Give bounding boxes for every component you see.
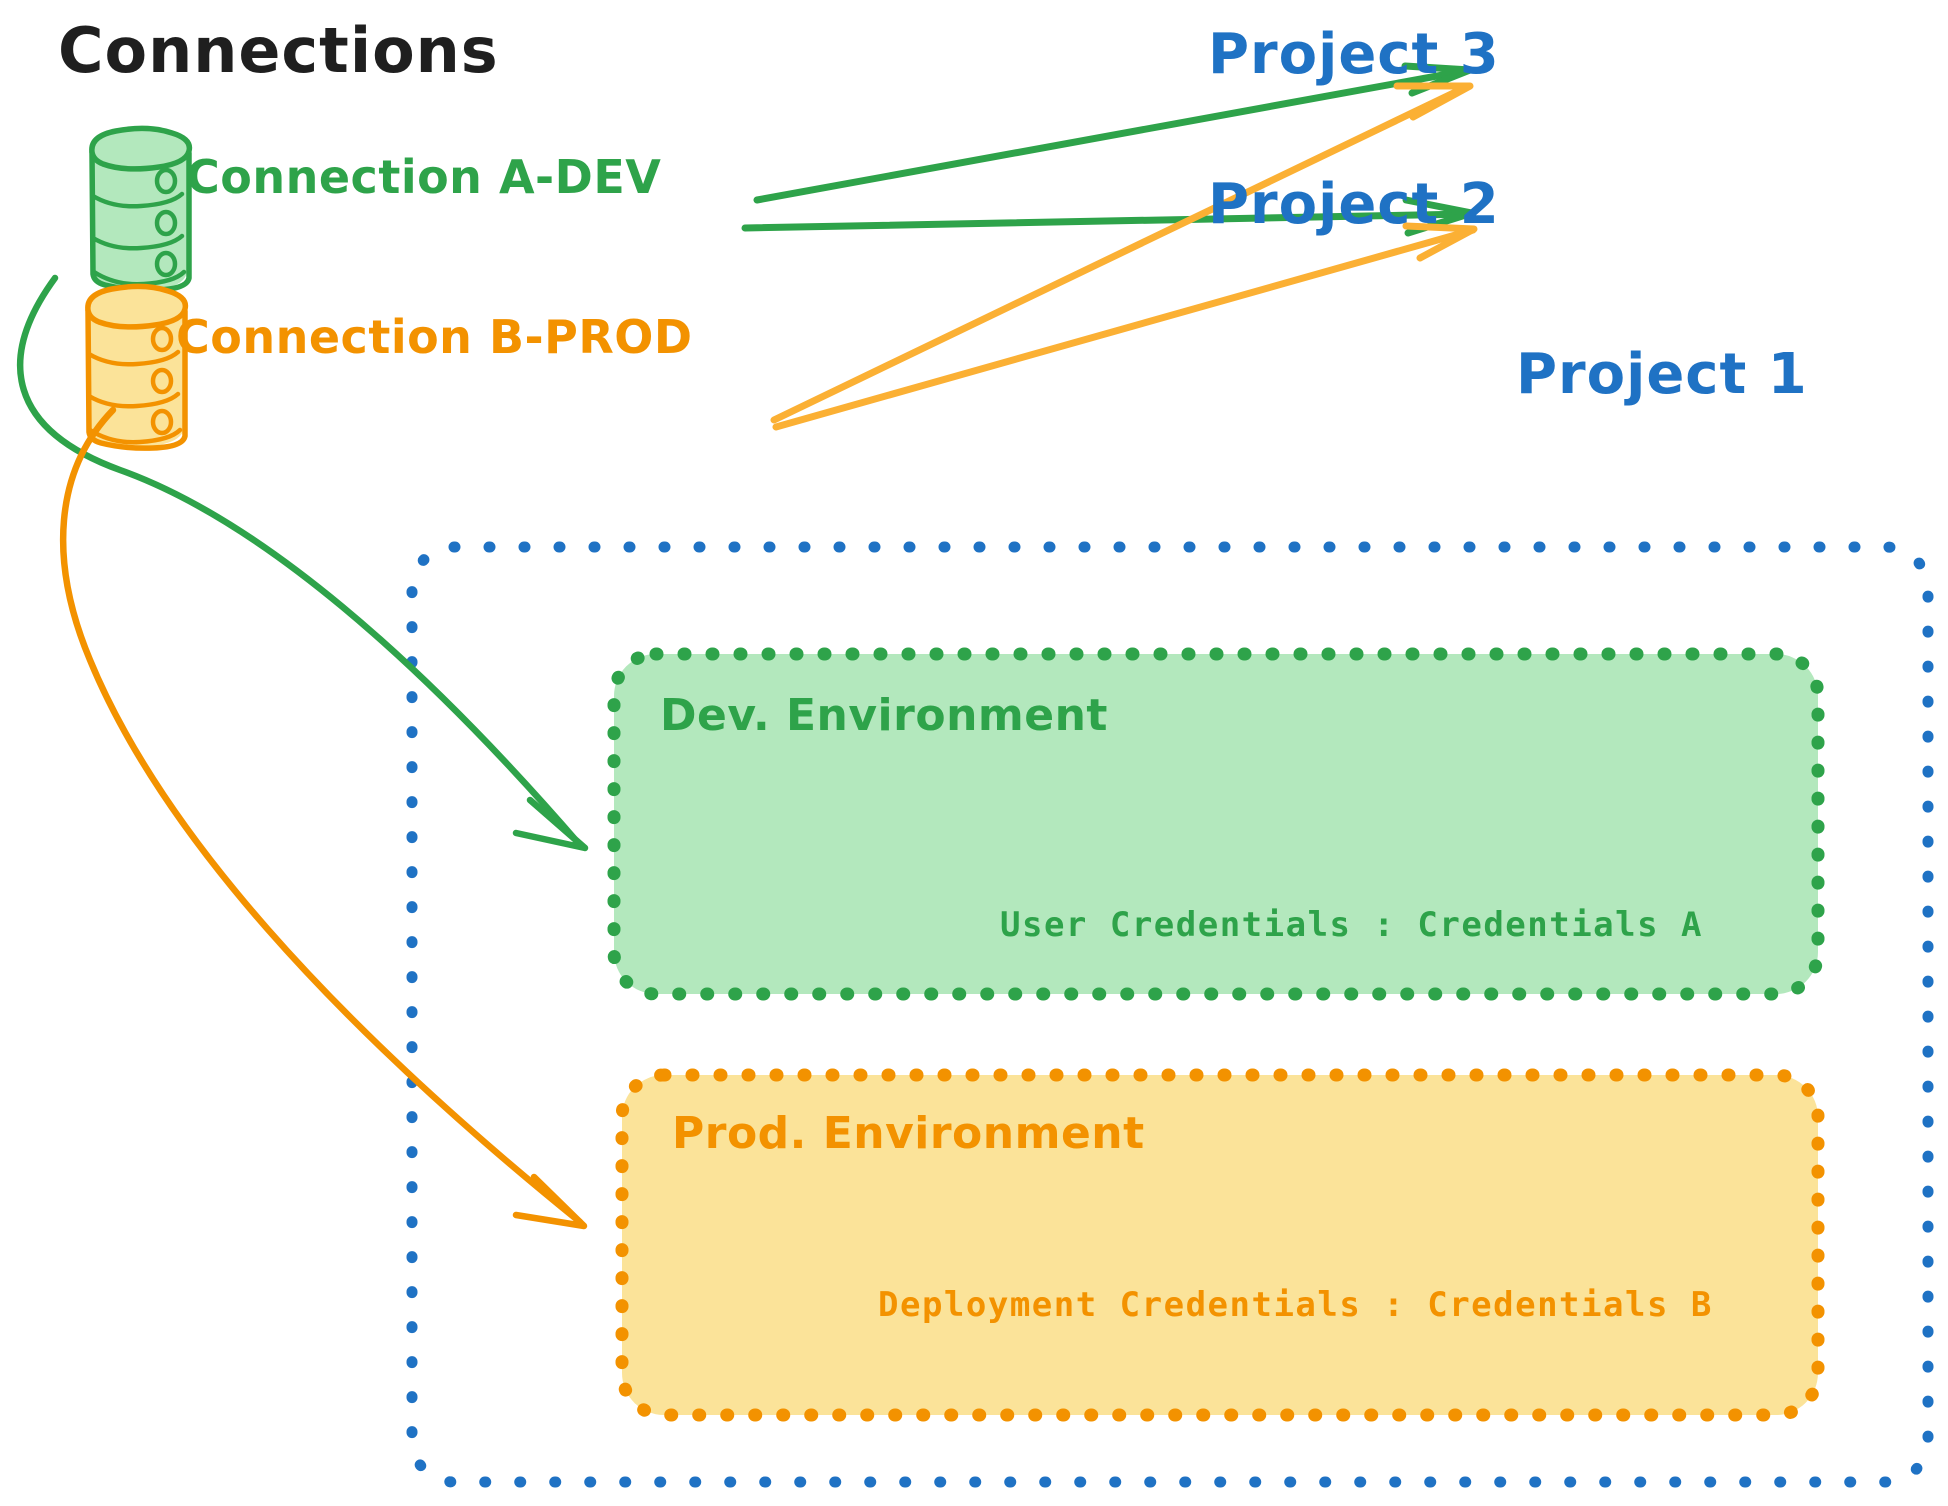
page-title: Connections	[58, 14, 499, 87]
edge-conn-b-to-project-3	[770, 82, 1474, 424]
database-icon-connection-a[interactable]	[89, 125, 193, 293]
project-1-container	[406, 541, 1934, 1488]
edge-conn-b-to-project-2	[772, 222, 1478, 431]
project-3-label[interactable]: Project 3	[1208, 22, 1500, 87]
prod-environment-label: Prod. Environment	[672, 1108, 1145, 1159]
dev-credentials-text: User Credentials : Credentials A	[1000, 905, 1704, 945]
project-1-label[interactable]: Project 1	[1516, 342, 1808, 407]
project-2-label[interactable]: Project 2	[1208, 172, 1500, 237]
connection-b-label[interactable]: Connection B-PROD	[176, 310, 693, 364]
connection-a-label[interactable]: Connection A-DEV	[186, 150, 662, 204]
edge-conn-a-to-dev-environment	[16, 274, 589, 852]
edge-conn-b-to-prod-environment	[59, 406, 588, 1230]
dev-environment-label: Dev. Environment	[660, 690, 1108, 741]
prod-environment-box[interactable]	[615, 1068, 1825, 1422]
prod-credentials-text: Deployment Credentials : Credentials B	[878, 1285, 1713, 1325]
dev-environment-box[interactable]	[607, 647, 1825, 1001]
